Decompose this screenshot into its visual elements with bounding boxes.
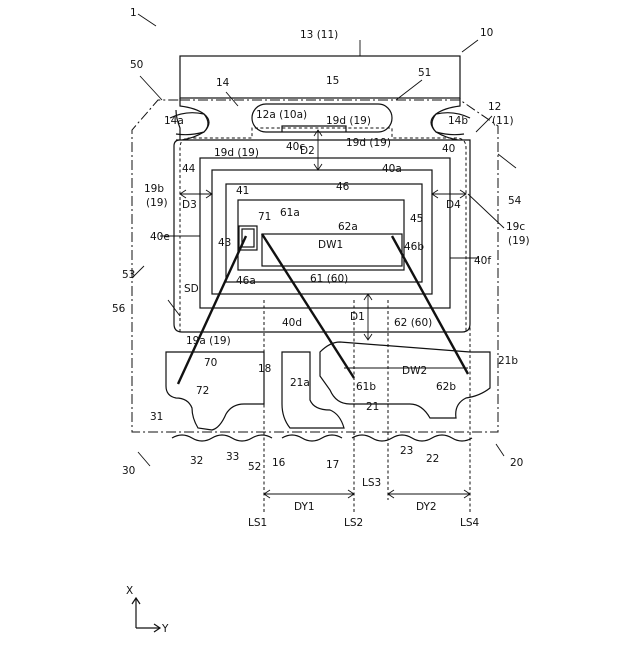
cut-edge-mid — [282, 435, 342, 441]
label-31: 31 — [150, 411, 163, 423]
label-46b: 46b — [404, 241, 424, 253]
label-51: 51 — [418, 67, 431, 79]
cut-edge-right — [352, 435, 472, 441]
label-40: 40 — [442, 143, 455, 155]
label-DY1: DY1 — [294, 501, 315, 513]
label-20: 20 — [510, 457, 523, 469]
label-61b: 61b — [356, 381, 376, 393]
label-19c-paren: (19) — [508, 235, 530, 247]
label-DW1: DW1 — [318, 239, 343, 251]
label-40a: 40a — [382, 163, 402, 175]
label-30: 30 — [122, 465, 135, 477]
label-LS1: LS1 — [248, 517, 267, 529]
label-15: 15 — [326, 75, 339, 87]
label-21: 21 — [366, 401, 379, 413]
label-62b: 62b — [436, 381, 456, 393]
label-21a: 21a — [290, 377, 310, 389]
label-43: 43 — [218, 237, 231, 249]
label-18: 18 — [258, 363, 271, 375]
label-14: 14 — [216, 77, 230, 89]
label-LS4: LS4 — [460, 517, 480, 529]
label-72: 72 — [196, 385, 209, 397]
region-41 — [226, 184, 422, 282]
label-DW2: DW2 — [402, 365, 427, 377]
label-40c: 40c — [286, 141, 305, 153]
label-19d-right: 19d (19) — [346, 137, 391, 149]
label-DY2: DY2 — [416, 501, 437, 513]
label-10: 10 — [480, 27, 493, 39]
label-19c: 19c — [506, 221, 525, 233]
label-44: 44 — [182, 163, 196, 175]
label-LS2: LS2 — [344, 517, 363, 529]
label-16: 16 — [272, 457, 286, 469]
label-40f: 40f — [474, 255, 491, 267]
label-D4: D4 — [446, 199, 461, 211]
label-14b: 14b — [448, 115, 468, 127]
label-D3: D3 — [182, 199, 197, 211]
label-fig-ref: 1 — [130, 7, 137, 19]
label-62a: 62a — [338, 221, 358, 233]
label-46: 46 — [336, 181, 350, 193]
label-71: 71 — [258, 211, 271, 223]
label-12: 12 — [488, 101, 501, 113]
label-53: 53 — [122, 269, 135, 281]
label-D1: D1 — [350, 311, 365, 323]
label-23: 23 — [400, 445, 413, 457]
label-axis-x: X — [126, 585, 133, 597]
label-19b: 19b — [144, 183, 164, 195]
lead-20 — [320, 342, 490, 418]
label-19d-left: 19d (19) — [214, 147, 259, 159]
label-70: 70 — [204, 357, 217, 369]
label-LS3: LS3 — [362, 477, 381, 489]
label-SD: SD — [184, 283, 199, 295]
label-61-60: 61 (60) — [310, 273, 348, 285]
label-52: 52 — [248, 461, 261, 473]
label-19b-paren: (19) — [146, 197, 168, 209]
label-40d: 40d — [282, 317, 302, 329]
label-19d-top: 19d (19) — [326, 115, 371, 127]
label-54: 54 — [508, 195, 522, 207]
label-17: 17 — [326, 459, 339, 471]
cut-edge-left — [172, 435, 272, 441]
label-21b: 21b — [498, 355, 518, 367]
label-32: 32 — [190, 455, 203, 467]
label-50: 50 — [130, 59, 143, 71]
label-40e: 40e — [150, 231, 170, 243]
label-13-11: 13 (11) — [300, 29, 338, 41]
label-axis-y: Y — [161, 623, 169, 635]
label-12-paren: (11) — [492, 115, 514, 127]
label-41: 41 — [236, 185, 249, 197]
label-19a-19: 19a (19) — [186, 335, 231, 347]
label-56: 56 — [112, 303, 126, 315]
label-62-60: 62 (60) — [394, 317, 432, 329]
label-61a: 61a — [280, 207, 300, 219]
label-14a: 14a — [164, 115, 184, 127]
label-22: 22 — [426, 453, 439, 465]
label-12a-10a: 12a (10a) — [256, 109, 307, 121]
label-45: 45 — [410, 213, 423, 225]
label-46a: 46a — [236, 275, 256, 287]
label-33: 33 — [226, 451, 239, 463]
